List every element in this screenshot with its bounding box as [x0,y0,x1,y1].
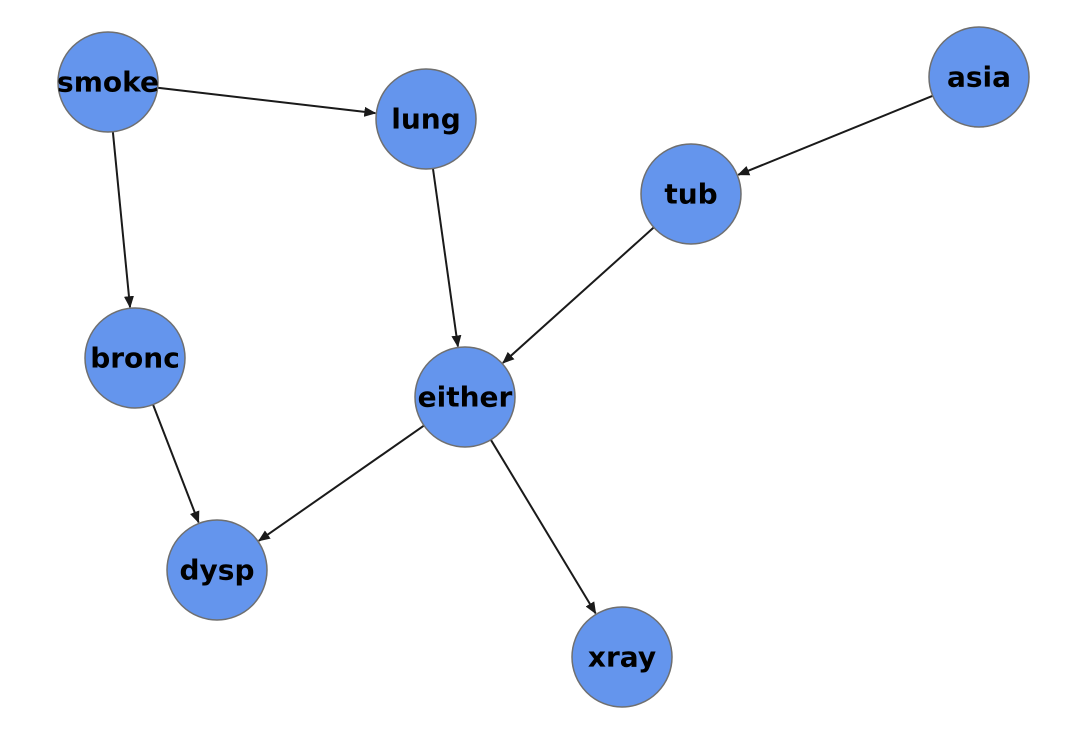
edge-tub-to-either [502,226,655,364]
node-dysp: dysp [166,519,268,621]
edges-group [111,86,934,615]
edge-smoke-to-bronc [111,131,134,309]
node-tub: tub [640,143,742,245]
node-label-bronc: bronc [90,342,180,375]
node-circle-xray [571,606,673,708]
edge-bronc-to-dysp [152,404,200,524]
node-circle-bronc [84,307,186,409]
node-circle-tub [640,143,742,245]
node-circle-smoke [57,31,159,133]
node-smoke: smoke [57,31,159,133]
node-label-either: either [418,381,513,414]
node-label-xray: xray [588,641,656,674]
node-circle-dysp [166,519,268,621]
edge-either-to-xray [489,439,597,615]
edge-either-to-dysp [258,424,425,542]
node-label-smoke: smoke [57,66,159,99]
node-lung: lung [375,68,477,170]
edge-asia-to-tub [737,94,934,176]
node-asia: asia [928,26,1030,128]
node-xray: xray [571,606,673,708]
node-label-dysp: dysp [179,554,254,587]
node-circle-lung [375,68,477,170]
node-label-asia: asia [947,61,1011,94]
edge-lung-to-either [431,168,462,348]
node-either: either [414,346,516,448]
node-bronc: bronc [84,307,186,409]
node-label-lung: lung [391,103,461,136]
edge-smoke-to-lung [157,86,377,117]
node-circle-either [414,346,516,448]
nodes-group: smoke lung asia tub bronc either dysp xray [57,26,1030,708]
node-label-tub: tub [664,178,717,211]
node-circle-asia [928,26,1030,128]
